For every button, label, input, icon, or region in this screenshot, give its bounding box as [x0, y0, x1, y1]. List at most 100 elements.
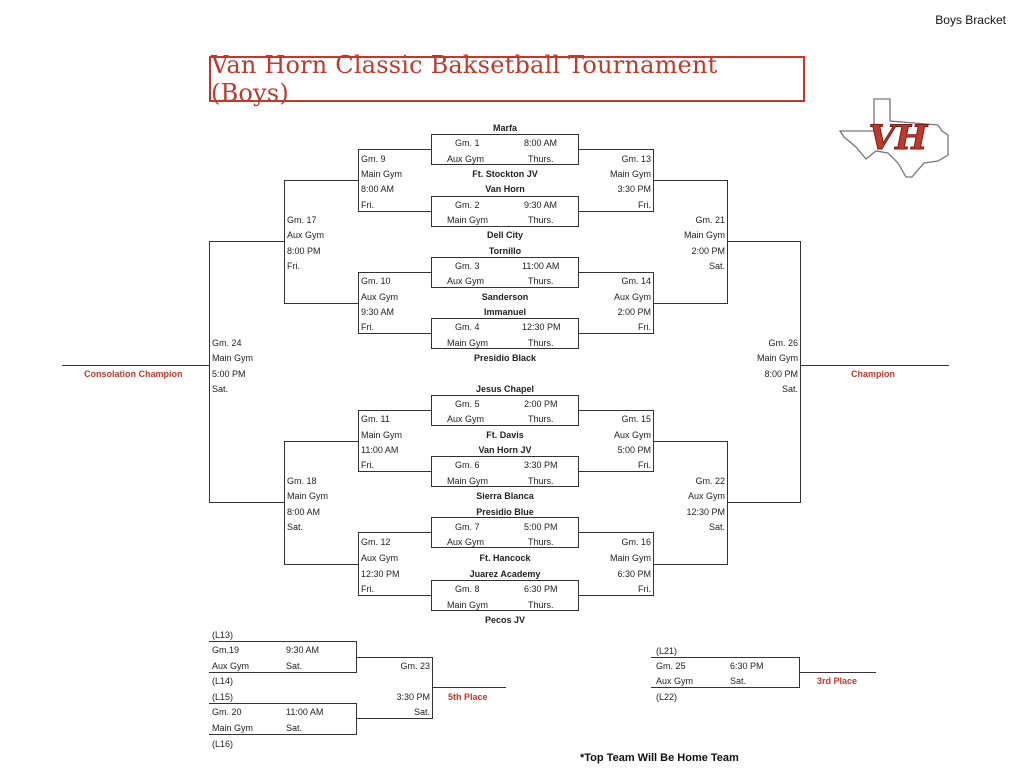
team-sierra-blanca: Sierra Blanca	[476, 491, 534, 501]
team-van-horn: Van Horn	[485, 184, 525, 194]
third-place-label: 3rd Place	[817, 676, 858, 686]
game-8-time: 6:30 PM	[524, 584, 558, 594]
game-21-day: Sat.	[708, 261, 725, 271]
game-17-number: Gm. 17	[287, 215, 317, 225]
game-14-time: 2:00 PM	[617, 307, 651, 317]
game-5-number: Gm. 5	[455, 399, 480, 409]
game-20-top-slot: (L15)	[212, 692, 234, 702]
game-25-gym: Aux Gym	[656, 676, 694, 686]
game-25-day: Sat.	[730, 676, 747, 686]
game-11-number: Gm. 11	[361, 414, 390, 424]
team-sanderson: Sanderson	[481, 292, 529, 302]
game-14-number: Gm. 14	[621, 276, 651, 286]
game-11-time: 11:00 AM	[361, 445, 399, 455]
game-22-time: 12:30 PM	[686, 507, 725, 517]
logo-lettering: VH	[869, 118, 929, 158]
game-2-number: Gm. 2	[455, 200, 480, 210]
game-1-gym: Aux Gym	[447, 154, 485, 164]
game-24-gym: Main Gym	[212, 353, 254, 363]
game-16-number: Gm. 16	[621, 537, 651, 547]
game-3-number: Gm. 3	[455, 261, 480, 271]
consolation-champion-label: Consolation Champion	[84, 369, 183, 379]
game-17-time: 8:00 PM	[287, 246, 321, 256]
game-12-gym: Aux Gym	[361, 553, 399, 563]
team-marfa: Marfa	[492, 123, 518, 133]
game-20-bottom-slot: (L16)	[212, 739, 234, 749]
game-3-day: Thurs.	[528, 276, 554, 286]
game-7-number: Gm. 7	[455, 522, 480, 532]
game-18-number: Gm. 18	[287, 476, 317, 486]
game-23-day: Sat.	[413, 707, 430, 717]
game-26-number: Gm. 26	[768, 338, 798, 348]
game-13-time: 3:30 PM	[617, 184, 651, 194]
game-26-gym: Main Gym	[756, 353, 798, 363]
game-4-time: 12:30 PM	[522, 322, 561, 332]
game-13-day: Fri.	[638, 200, 651, 210]
game-18-gym: Main Gym	[287, 491, 329, 501]
game-3-time: 11:00 AM	[522, 261, 560, 271]
game-25-bottom-slot: (L22)	[656, 692, 678, 702]
title-banner: Van Horn Classic Baksetball Tournament (…	[209, 51, 805, 107]
game-12-number: Gm. 12	[361, 537, 391, 547]
game-1-day: Thurs.	[528, 154, 554, 164]
game-18-time: 8:00 AM	[287, 507, 321, 517]
game-6-number: Gm. 6	[455, 460, 480, 470]
team-ft-davis: Ft. Davis	[486, 430, 524, 440]
game-23-number: Gm. 23	[400, 661, 430, 671]
team-van-horn-jv: Van Horn JV	[478, 445, 532, 455]
team-presidio-black: Presidio Black	[473, 353, 537, 363]
game-4-number: Gm. 4	[455, 322, 480, 332]
game-24-time: 5:00 PM	[212, 369, 246, 379]
game-10-number: Gm. 10	[361, 276, 391, 286]
page-title: Van Horn Classic Baksetball Tournament (…	[211, 51, 718, 107]
game-1-number: Gm. 1	[455, 138, 480, 148]
game-6-time: 3:30 PM	[524, 460, 558, 470]
team-pecos-jv: Pecos JV	[484, 615, 526, 625]
game-1-time: 8:00 AM	[524, 138, 558, 148]
van-horn-texas-logo: VH	[838, 98, 949, 178]
game-20-time: 11:00 AM	[286, 707, 324, 717]
game-4-day: Thurs.	[528, 338, 554, 348]
game-16-gym: Main Gym	[609, 553, 651, 563]
game-19-gym: Aux Gym	[212, 661, 250, 671]
team-tornillo: Tornillo	[488, 246, 522, 256]
game-17-gym: Aux Gym	[287, 230, 325, 240]
game-22-gym: Aux Gym	[687, 491, 725, 501]
game-23-time: 3:30 PM	[396, 692, 430, 702]
game-4-gym: Main Gym	[447, 338, 489, 348]
game-11-day: Fri.	[361, 460, 374, 470]
game-15-number: Gm. 15	[621, 414, 651, 424]
game-10-day: Fri.	[361, 322, 374, 332]
game-18-day: Sat.	[287, 522, 304, 532]
game-8-number: Gm. 8	[455, 584, 480, 594]
team-ft-stockton-jv: Ft. Stockton JV	[472, 169, 538, 179]
champion-label: Champion	[851, 369, 895, 379]
game-8-day: Thurs.	[528, 600, 554, 610]
team-juarez-academy: Juarez Academy	[469, 569, 541, 579]
game-25-top-slot: (L21)	[656, 646, 678, 656]
game-12-day: Fri.	[361, 584, 374, 594]
fifth-place-label: 5th Place	[448, 692, 488, 702]
team-dell-city: Dell City	[486, 230, 524, 240]
game-9-gym: Main Gym	[361, 169, 403, 179]
game-14-gym: Aux Gym	[613, 292, 651, 302]
game-7-gym: Aux Gym	[447, 537, 485, 547]
game-9-number: Gm. 9	[361, 154, 386, 164]
game-8-gym: Main Gym	[447, 600, 489, 610]
game-26-time: 8:00 PM	[764, 369, 798, 379]
game-15-time: 5:00 PM	[617, 445, 651, 455]
game-15-day: Fri.	[638, 460, 651, 470]
game-25-time: 6:30 PM	[730, 661, 764, 671]
game-22-day: Sat.	[708, 522, 725, 532]
game-10-time: 9:30 AM	[361, 307, 395, 317]
game-20-gym: Main Gym	[212, 723, 254, 733]
game-21-time: 2:00 PM	[691, 246, 725, 256]
game-19-bottom-slot: (L14)	[212, 676, 234, 686]
game-5-time: 2:00 PM	[524, 399, 558, 409]
team-ft-hancock: Ft. Hancock	[479, 553, 531, 563]
game-20-day: Sat.	[286, 723, 303, 733]
game-12-time: 12:30 PM	[361, 569, 400, 579]
game-21-gym: Main Gym	[683, 230, 725, 240]
game-13-number: Gm. 13	[621, 154, 651, 164]
